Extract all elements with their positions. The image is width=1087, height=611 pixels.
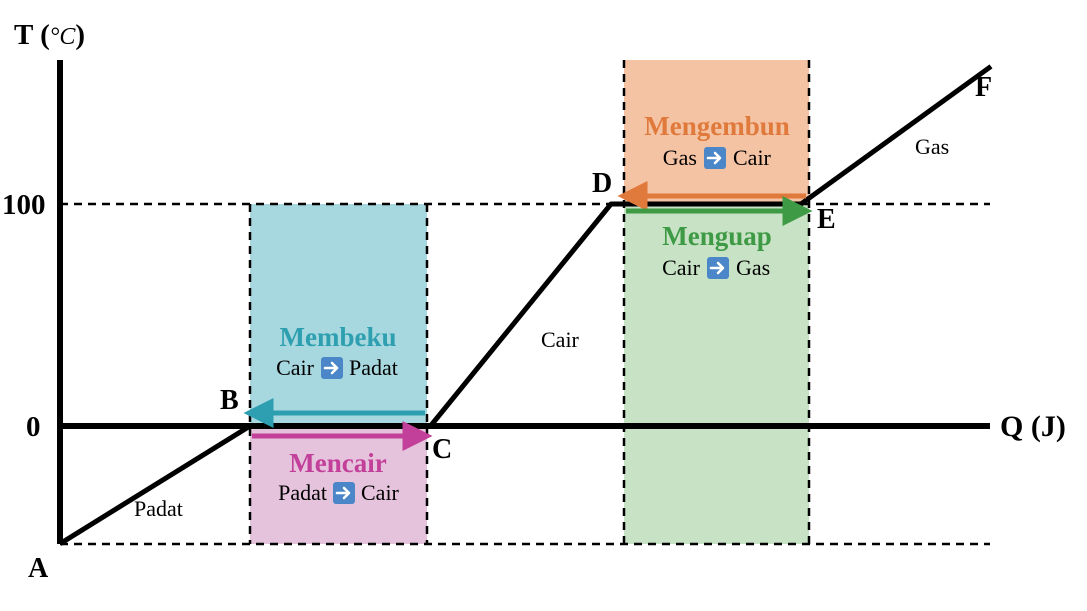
right-arrow-icon	[321, 357, 343, 379]
phase-label-gas: Gas	[915, 134, 949, 159]
condensing-to: Cair	[733, 145, 772, 170]
right-arrow-icon	[333, 482, 355, 504]
evaporating-to: Gas	[736, 255, 770, 280]
condensing-region	[624, 60, 809, 204]
y-axis-label: T (°C)	[14, 19, 85, 51]
freezing-from: Cair	[276, 355, 315, 380]
condensing-title: Mengembun	[644, 111, 790, 141]
y-tick-100: 100	[2, 189, 46, 221]
point-label-b: B	[220, 385, 239, 416]
melting-from: Padat	[278, 480, 327, 505]
point-label-e: E	[817, 204, 836, 235]
melting-title: Mencair	[289, 448, 386, 478]
point-label-f: F	[975, 72, 992, 103]
condensing-transition: Gas Cair	[663, 145, 772, 170]
freezing-transition: Cair Padat	[276, 355, 398, 380]
evaporating-from: Cair	[662, 255, 701, 280]
melting-to: Cair	[361, 480, 400, 505]
freezing-title: Membeku	[280, 322, 397, 352]
phase-label-solid: Padat	[134, 496, 183, 521]
x-axis-label: Q (J)	[1000, 410, 1066, 443]
point-label-a: A	[28, 553, 49, 584]
point-label-c: C	[432, 434, 452, 465]
point-label-d: D	[592, 168, 612, 199]
freezing-region	[250, 204, 427, 426]
dashed-guides	[60, 60, 990, 546]
right-arrow-icon	[707, 257, 729, 279]
melting-transition: Padat Cair	[278, 480, 399, 505]
heating-curve	[58, 64, 993, 546]
phase-label-liquid: Cair	[541, 327, 580, 352]
condensing-from: Gas	[663, 145, 697, 170]
evaporating-title: Menguap	[662, 221, 772, 251]
y-tick-0: 0	[26, 411, 41, 443]
right-arrow-icon	[704, 147, 726, 169]
evaporating-transition: Cair Gas	[662, 255, 770, 280]
freezing-to: Padat	[349, 355, 398, 380]
evaporating-region	[624, 204, 809, 544]
